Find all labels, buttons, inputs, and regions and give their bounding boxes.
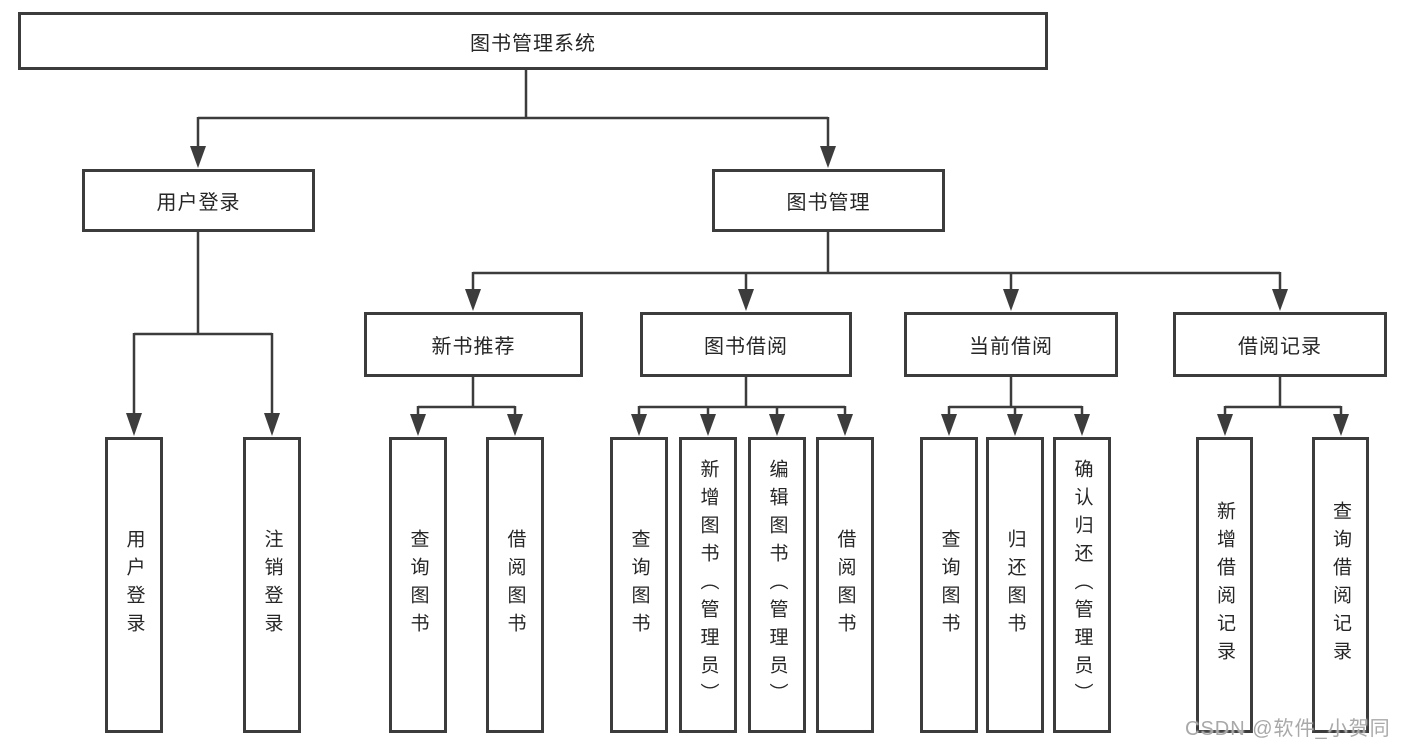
leaf-recommend-query-book: 查询图书 xyxy=(389,437,447,733)
leaf-logout: 注销登录 xyxy=(243,437,301,733)
node-new-book-recommend: 新书推荐 xyxy=(364,312,583,377)
leaf-record-add: 新增借阅记录 xyxy=(1196,437,1253,733)
leaf-user-login: 用户登录 xyxy=(105,437,163,733)
leaf-borrow-query-book: 查询图书 xyxy=(610,437,668,733)
leaf-current-return-book-label: 归还图书 xyxy=(1004,529,1026,641)
node-current-borrow-label: 当前借阅 xyxy=(969,336,1053,358)
leaf-borrow-add-book-admin: 新增图书（管理员） xyxy=(679,437,737,733)
leaf-recommend-borrow-book-label: 借阅图书 xyxy=(504,529,526,641)
connector-paths xyxy=(132,70,1343,415)
leaf-borrow-edit-book-admin: 编辑图书（管理员） xyxy=(748,437,806,733)
csdn-watermark: CSDN @软件_小贺同学 xyxy=(1185,718,1391,740)
leaf-record-add-label: 新增借阅记录 xyxy=(1214,501,1235,669)
leaf-recommend-query-book-label: 查询图书 xyxy=(407,529,429,641)
leaf-record-query-label: 查询借阅记录 xyxy=(1330,501,1351,669)
node-borrow-record-label: 借阅记录 xyxy=(1238,336,1322,358)
node-root-system: 图书管理系统 xyxy=(18,12,1048,70)
leaf-current-return-book: 归还图书 xyxy=(986,437,1044,733)
leaf-current-query-book-label: 查询图书 xyxy=(938,529,960,641)
node-book-management: 图书管理 xyxy=(712,169,945,232)
node-user-login-label: 用户登录 xyxy=(156,192,241,214)
leaf-borrow-query-book-label: 查询图书 xyxy=(628,529,650,641)
leaf-recommend-borrow-book: 借阅图书 xyxy=(486,437,544,733)
leaf-borrow-borrow-book-label: 借阅图书 xyxy=(834,529,856,641)
node-book-management-label: 图书管理 xyxy=(786,192,871,214)
leaf-borrow-add-book-admin-label: 新增图书（管理员） xyxy=(697,459,719,711)
leaf-current-confirm-return-admin-label: 确认归还（管理员） xyxy=(1071,459,1093,711)
leaf-logout-label: 注销登录 xyxy=(261,529,283,641)
connector-arrowheads xyxy=(126,146,1349,436)
node-book-borrow-label: 图书借阅 xyxy=(704,336,788,358)
node-new-book-recommend-label: 新书推荐 xyxy=(431,336,516,358)
node-user-login: 用户登录 xyxy=(82,169,315,232)
leaf-user-login-label: 用户登录 xyxy=(123,529,145,641)
leaf-record-query: 查询借阅记录 xyxy=(1312,437,1369,733)
node-root-system-label: 图书管理系统 xyxy=(470,32,596,55)
node-book-borrow: 图书借阅 xyxy=(640,312,852,377)
leaf-borrow-borrow-book: 借阅图书 xyxy=(816,437,874,733)
node-current-borrow: 当前借阅 xyxy=(904,312,1118,377)
node-borrow-record: 借阅记录 xyxy=(1173,312,1387,377)
leaf-current-confirm-return-admin: 确认归还（管理员） xyxy=(1053,437,1111,733)
leaf-borrow-edit-book-admin-label: 编辑图书（管理员） xyxy=(766,459,788,711)
leaf-current-query-book: 查询图书 xyxy=(920,437,978,733)
